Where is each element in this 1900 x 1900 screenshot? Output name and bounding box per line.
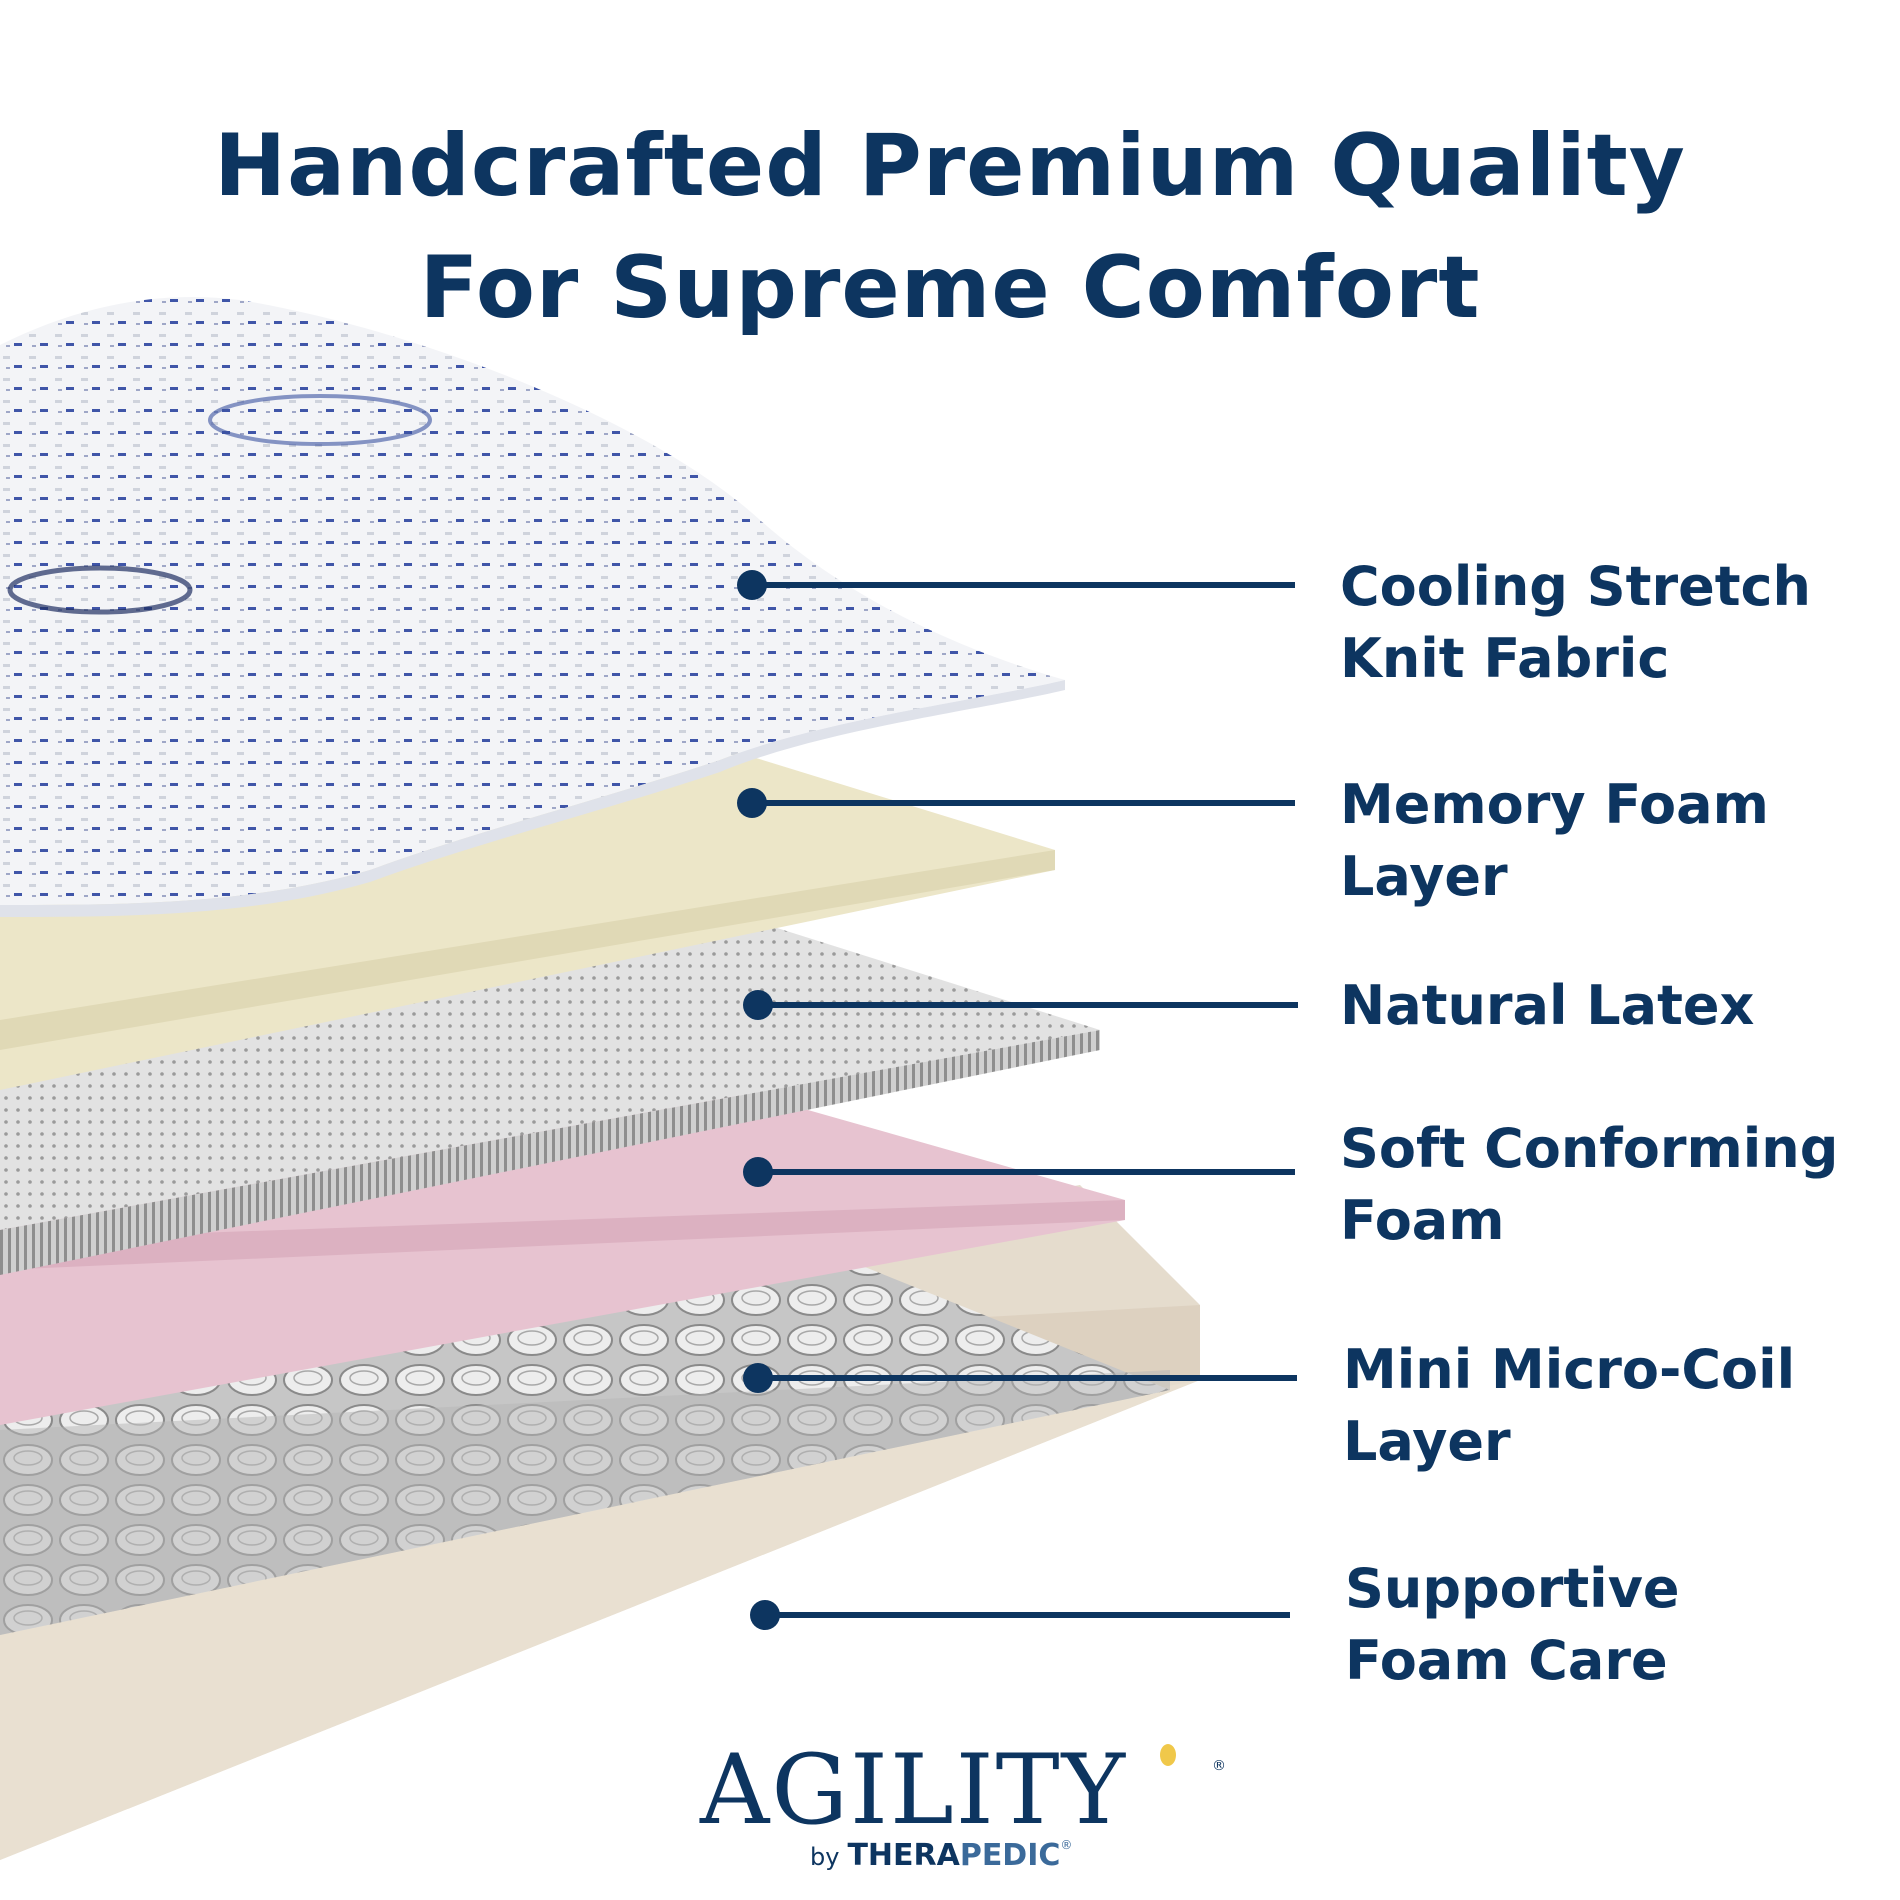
headline: Handcrafted Premium Quality For Supreme … — [0, 105, 1900, 349]
logo-wordmark: AGILITY — [700, 1734, 1128, 1846]
label-line: Layer — [1340, 845, 1508, 908]
label-memory-foam-layer: Memory Foam Layer — [1340, 769, 1769, 913]
callout-1 — [737, 570, 1295, 600]
callout-6 — [750, 1600, 1290, 1630]
label-cooling-stretch-knit-fabric: Cooling Stretch Knit Fabric — [1340, 551, 1811, 695]
logo-maker-part1: THERA — [847, 1838, 960, 1873]
label-line: Knit Fabric — [1340, 627, 1670, 690]
headline-line-2: For Supreme Comfort — [419, 238, 1481, 338]
logo-registered-mark: ® — [1212, 1758, 1226, 1774]
knit-fabric-layer — [0, 297, 1065, 917]
label-mini-micro-coil-layer: Mini Micro-Coil Layer — [1343, 1334, 1795, 1478]
label-line: Soft Conforming — [1340, 1117, 1839, 1180]
callout-5 — [743, 1363, 1297, 1393]
callout-2 — [737, 788, 1295, 818]
label-line: Cooling Stretch — [1340, 555, 1811, 618]
label-line: Memory Foam — [1340, 773, 1769, 836]
logo-by: by — [810, 1843, 840, 1871]
label-line: Foam — [1340, 1189, 1505, 1252]
label-line: Layer — [1343, 1410, 1511, 1473]
label-line: Foam Care — [1345, 1629, 1668, 1692]
label-line: Mini Micro-Coil — [1343, 1338, 1796, 1401]
logo-accent-dot — [1160, 1744, 1176, 1766]
logo-maker-registered: ® — [1060, 1838, 1073, 1852]
label-supportive-foam-care: Supportive Foam Care — [1345, 1553, 1680, 1697]
headline-line-1: Handcrafted Premium Quality — [214, 116, 1686, 216]
label-line: Supportive — [1345, 1557, 1680, 1620]
label-soft-conforming-foam: Soft Conforming Foam — [1340, 1113, 1838, 1257]
label-line: Natural Latex — [1340, 974, 1755, 1037]
logo-maker-part2: PEDIC — [959, 1838, 1061, 1873]
callout-4 — [743, 1157, 1295, 1187]
callout-3 — [743, 990, 1298, 1020]
label-natural-latex: Natural Latex — [1340, 970, 1754, 1042]
